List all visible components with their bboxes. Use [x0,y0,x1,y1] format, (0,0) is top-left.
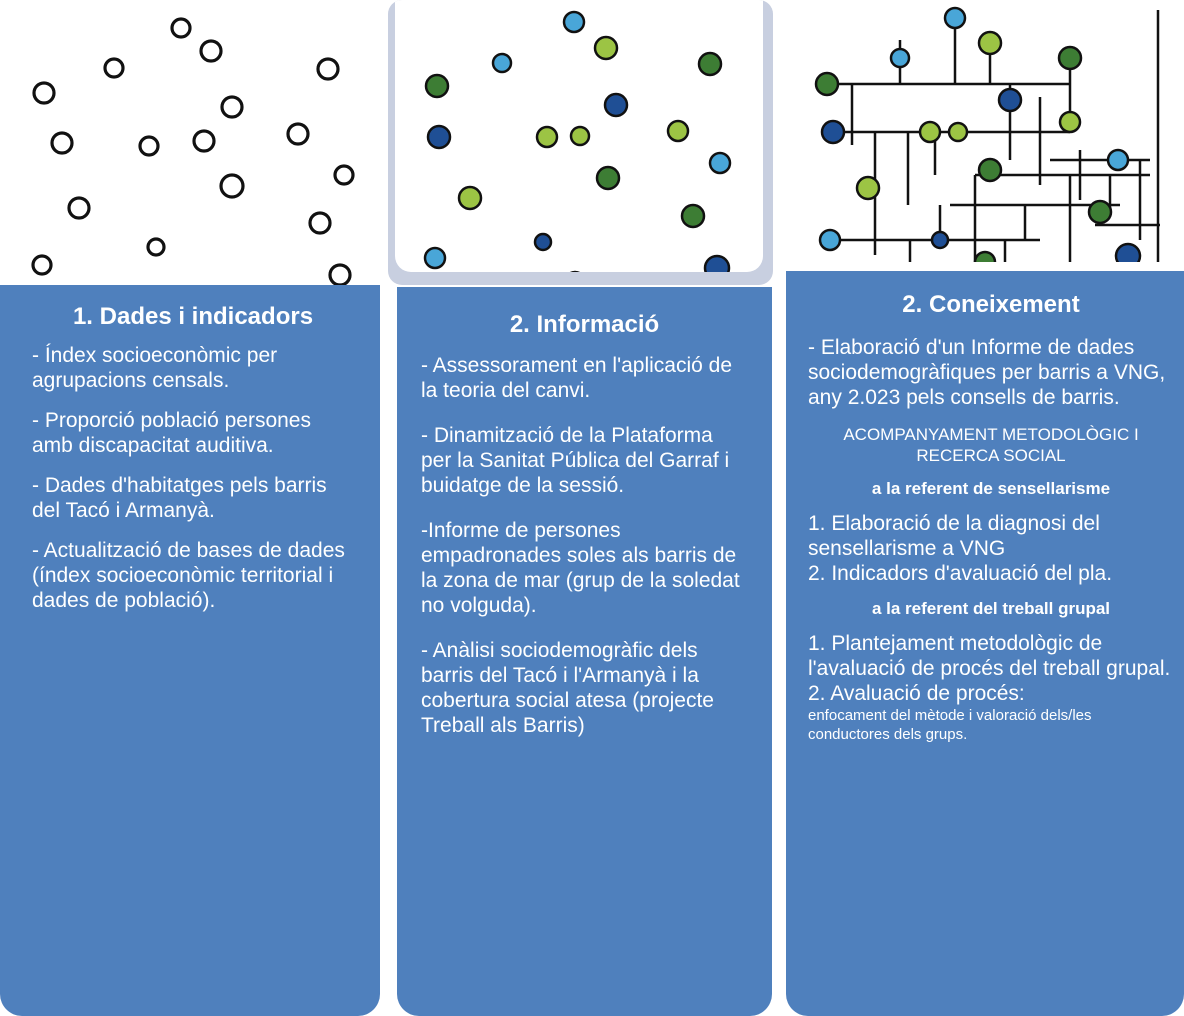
column-information: 2. Informació - Assessorament en l'aplic… [397,287,772,1016]
illustration-knowledge-network [773,0,1184,285]
list-item: 2. Indicadors d'avaluació del pla. [808,562,1113,585]
list-item: - Elaboració d'un Informe de dades socio… [808,336,1166,409]
list-item: - Assessorament en l'aplicació de la teo… [421,354,733,402]
column-knowledge: 2. Coneixement - Elaboració d'un Informe… [786,271,1184,1016]
column-title: 1. Dades i indicadors [72,303,314,330]
scattered-coloured-dots-graphic [423,10,732,272]
illustration-data-dots [0,0,388,285]
list-item: 1. Elaboració de la diagnosi del sensell… [808,512,1100,560]
list-item: - Anàlisi sociodemogràfic dels barris de… [421,639,714,737]
list-item: - Dades d'habitatges pels barris del Tac… [32,474,327,522]
list-item: - Proporció població persones amb discap… [32,409,311,457]
column-title: 2. Informació [509,311,660,338]
list-item: 2. Avaluació de procés: [808,682,1025,705]
scattered-empty-dots-graphic [31,17,355,285]
list-item: - Actualització de bases de dades (índex… [32,539,345,612]
subsection-list: 1. Plantejament metodològic de l'avaluac… [808,631,1174,744]
list-item: - Índex socioeconòmic per agrupacions ce… [32,344,278,392]
list-item: 1. Plantejament metodològic de l'avaluac… [808,632,1171,680]
connected-dots-network-graphic [814,6,1160,262]
list-item: - Dinamització de la Plataforma per la S… [421,424,730,497]
section-heading: ACOMPANYAMENT METODOLÒGIC I RECERCA SOCI… [843,425,1139,465]
illustration-information-dots [388,0,773,285]
list-item-note: enfocament del mètode i valoració dels/l… [808,707,1092,743]
subsection-list: 1. Elaboració de la diagnosi del sensell… [808,511,1174,586]
list-item: -Informe de persones empadronades soles … [421,519,740,617]
column-title: 2. Coneixement [902,291,1080,318]
column-data-indicators: 1. Dades i indicadors - Índex socioeconò… [0,285,380,1016]
subsection-heading: a la referent de sensellarisme [871,479,1111,498]
subsection-heading: a la referent del treball grupal [871,599,1111,618]
